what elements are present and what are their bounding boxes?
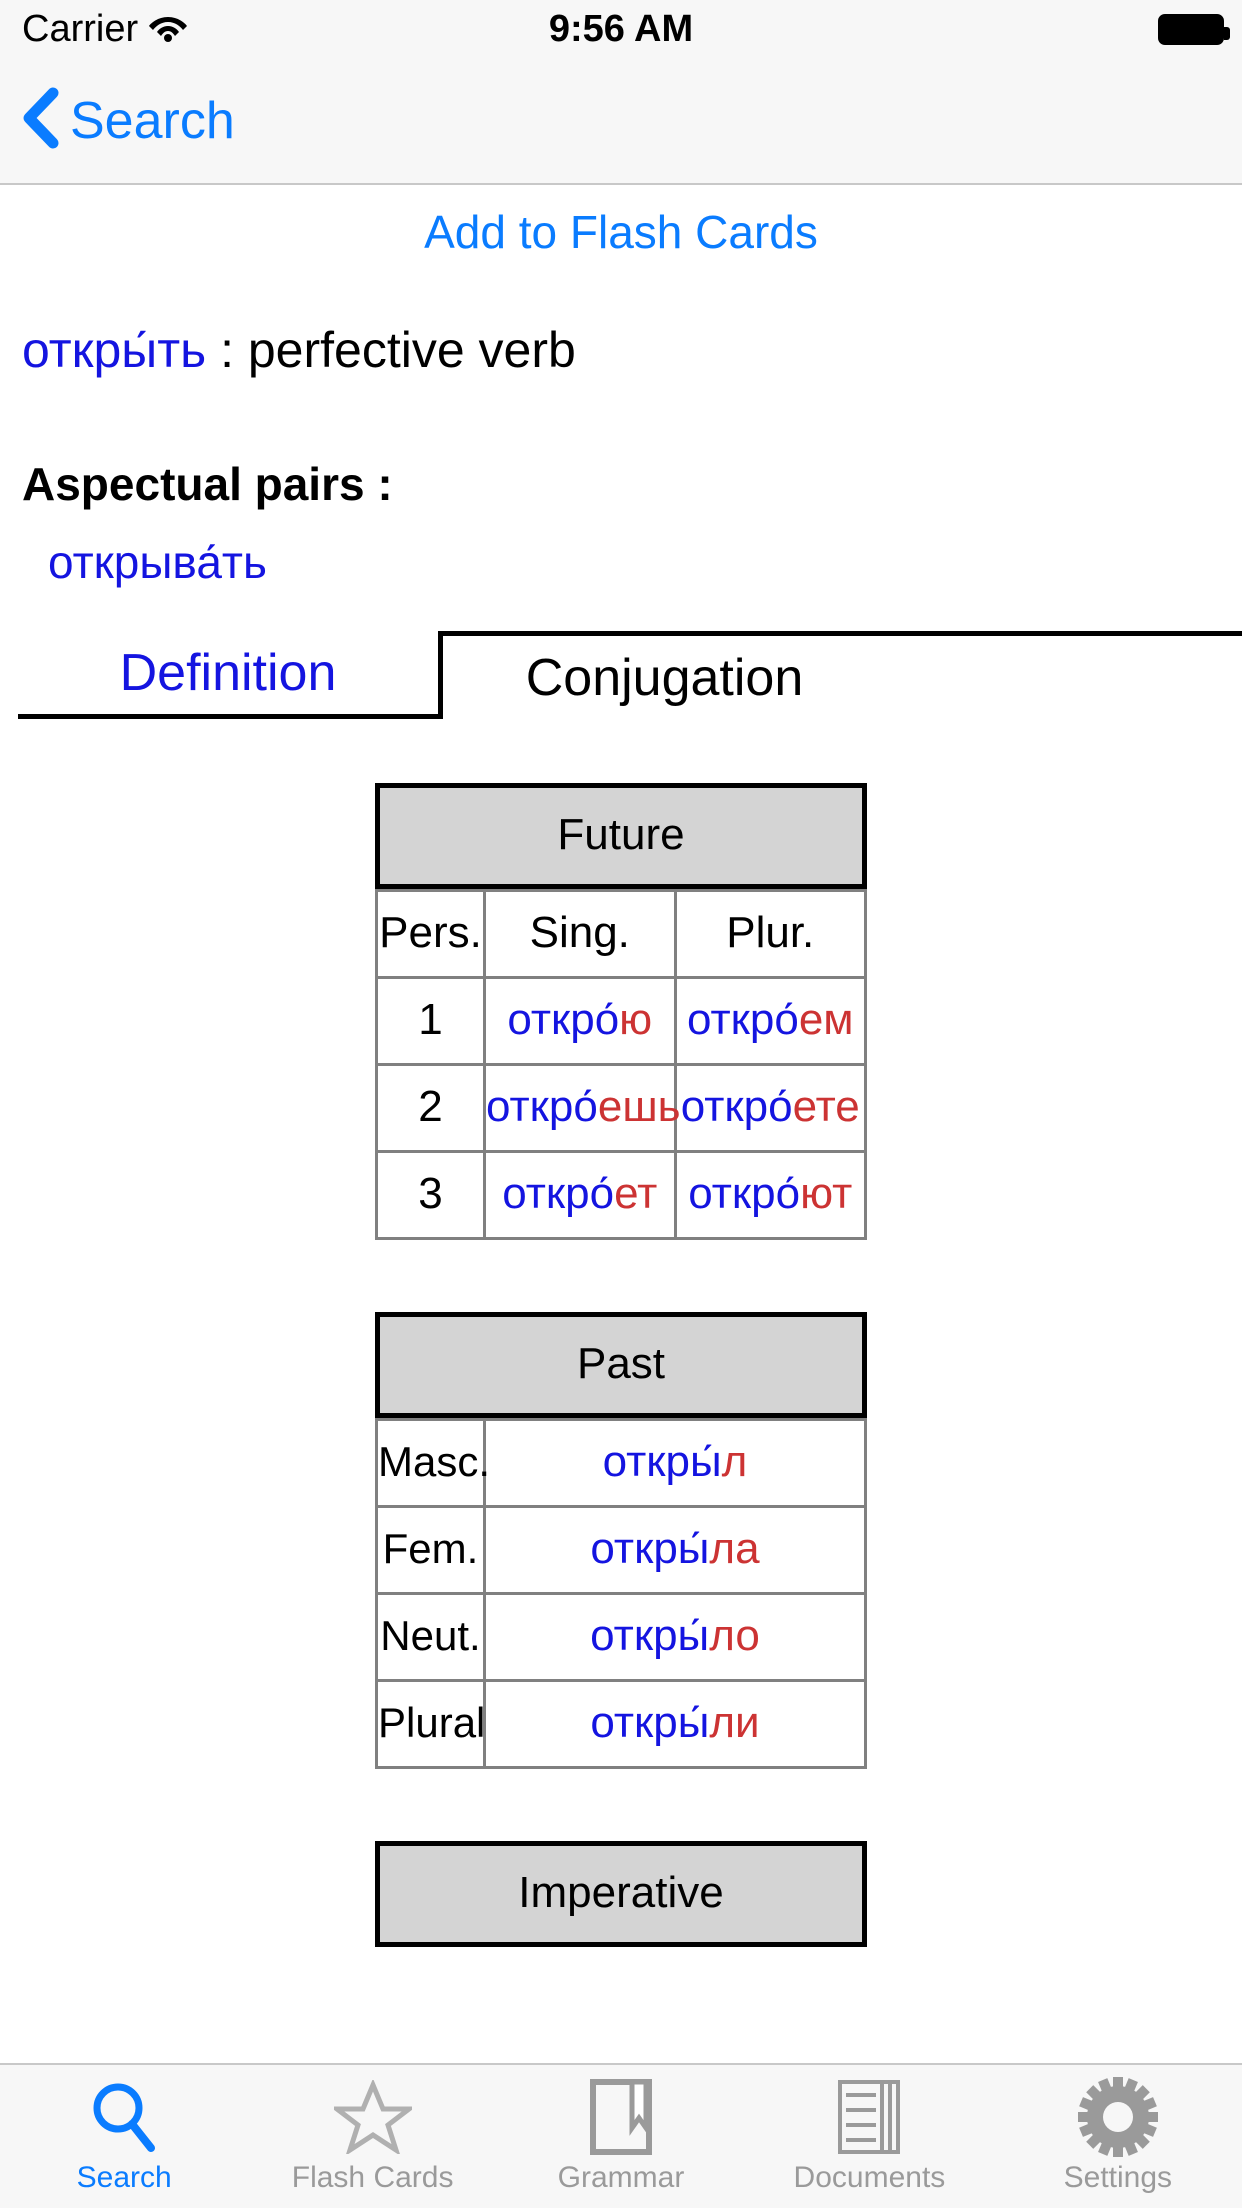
- word-stem: откро́: [507, 995, 620, 1044]
- past-form: откры́ли: [483, 1679, 867, 1769]
- aspectual-pair-link[interactable]: открыва́ть: [48, 536, 267, 588]
- past-form: откры́ло: [483, 1592, 867, 1682]
- future-person: 2: [375, 1063, 486, 1153]
- past-label: Masc.: [375, 1418, 490, 1508]
- tab-documents[interactable]: Documents: [745, 2065, 993, 2195]
- word-stem: откро́: [688, 1169, 801, 1218]
- word-ending: ют: [800, 1169, 853, 1218]
- tab-documents-label: Documents: [793, 2161, 946, 2194]
- past-form: откры́ла: [483, 1505, 867, 1595]
- future-header-sing: Sing.: [483, 889, 677, 979]
- status-bar-right: [1158, 13, 1230, 45]
- status-bar-clock: 9:56 AM: [548, 7, 694, 50]
- table-row: Masc. откры́л: [375, 1418, 867, 1508]
- word-ending: ла: [709, 1524, 760, 1573]
- past-table-caption: Past: [375, 1312, 867, 1418]
- future-header-pers: Pers.: [375, 889, 486, 979]
- future-sing-form: откро́ет: [483, 1150, 677, 1240]
- past-label: Fem.: [375, 1505, 486, 1595]
- status-bar-left: Carrier: [22, 8, 188, 51]
- book-icon: [588, 2079, 654, 2155]
- past-label: Plural: [375, 1679, 486, 1769]
- tab-grammar[interactable]: Grammar: [497, 2065, 745, 2195]
- past-table: Past Masc. откры́л Fem. откры́ла Neut. о…: [375, 1312, 867, 1769]
- word-stem: откры́: [602, 1437, 722, 1486]
- bottom-tab-bar: Search Flash Cards Grammar: [0, 2063, 1242, 2208]
- part-of-speech: perfective verb: [247, 322, 576, 378]
- past-form: откры́л: [483, 1418, 867, 1508]
- word-ending: ешь: [597, 1082, 681, 1131]
- word-ending: ете: [792, 1082, 860, 1131]
- aspectual-pairs-title: Aspectual pairs :: [22, 458, 393, 510]
- word-ending: ет: [614, 1169, 658, 1218]
- past-label: Neut.: [375, 1592, 486, 1682]
- gear-icon: [1077, 2077, 1158, 2157]
- tab-settings-label: Settings: [1063, 2161, 1173, 2194]
- table-header-row: Pers. Sing. Plur.: [375, 889, 867, 979]
- word-stem: откро́: [686, 995, 799, 1044]
- word-ending: ю: [619, 995, 653, 1044]
- word-stem: откро́: [486, 1082, 598, 1131]
- headword-line: откры́ть : perfective verb: [22, 321, 1242, 379]
- word-stem: откро́: [680, 1082, 793, 1131]
- table-row: 1 откро́ю откро́ем: [375, 976, 867, 1066]
- tab-grammar-label: Grammar: [557, 2161, 685, 2194]
- headword: откры́ть: [22, 322, 207, 378]
- navigation-bar: Search: [0, 58, 1242, 185]
- word-ending: ем: [798, 995, 854, 1044]
- table-row: Neut. откры́ло: [375, 1592, 867, 1682]
- future-header-plur: Plur.: [673, 889, 867, 979]
- imperative-table-caption: Imperative: [375, 1841, 867, 1947]
- status-bar: Carrier 9:56 AM: [0, 0, 1242, 58]
- table-row: 2 откро́ешь откро́ете: [375, 1063, 867, 1153]
- word-stem: откры́: [590, 1698, 710, 1747]
- star-icon: [333, 2079, 412, 2155]
- tab-conjugation[interactable]: Conjugation: [438, 631, 886, 719]
- future-sing-form: откро́ешь: [483, 1063, 681, 1153]
- future-plur-form: откро́ете: [673, 1063, 867, 1153]
- word-stem: откры́: [590, 1524, 710, 1573]
- word-stem: откры́: [590, 1611, 710, 1660]
- battery-full-icon: [1158, 13, 1230, 45]
- future-plur-form: откро́ют: [673, 1150, 867, 1240]
- tab-flash-cards[interactable]: Flash Cards: [248, 2065, 496, 2195]
- back-button[interactable]: Search: [22, 87, 235, 154]
- tab-definition[interactable]: Definition: [18, 631, 438, 719]
- future-table: Future Pers. Sing. Plur. 1 откро́ю откро…: [375, 783, 867, 1240]
- word-stem: откро́: [502, 1169, 615, 1218]
- tab-search[interactable]: Search: [0, 2065, 248, 2195]
- content-area: Add to Flash Cards откры́ть : perfective…: [0, 185, 1242, 2063]
- table-row: Plural откры́ли: [375, 1679, 867, 1769]
- tab-flash-cards-label: Flash Cards: [291, 2161, 454, 2194]
- future-table-caption: Future: [375, 783, 867, 889]
- tab-bar-rule: [886, 631, 1242, 636]
- word-ending: ли: [709, 1698, 760, 1747]
- future-person: 1: [375, 976, 486, 1066]
- documents-icon: [834, 2079, 904, 2155]
- word-ending: л: [721, 1437, 748, 1486]
- future-sing-form: откро́ю: [483, 976, 677, 1066]
- carrier-label: Carrier: [22, 7, 139, 50]
- word-ending: ло: [709, 1611, 760, 1660]
- headword-separator: :: [206, 322, 248, 378]
- imperative-table: Imperative: [375, 1841, 867, 1947]
- detail-tabs: Definition Conjugation: [0, 631, 1242, 721]
- table-row: Fem. откры́ла: [375, 1505, 867, 1595]
- future-plur-form: откро́ем: [673, 976, 867, 1066]
- conjugation-tables: Future Pers. Sing. Plur. 1 откро́ю откро…: [0, 783, 1242, 1947]
- tab-settings[interactable]: Settings: [994, 2065, 1242, 2195]
- chevron-left-icon: [22, 87, 60, 154]
- table-row: 3 откро́ет откро́ют: [375, 1150, 867, 1240]
- add-to-flash-cards-link[interactable]: Add to Flash Cards: [424, 206, 818, 258]
- wifi-icon: [148, 11, 188, 48]
- tab-search-label: Search: [76, 2161, 172, 2194]
- future-person: 3: [375, 1150, 486, 1240]
- search-icon: [87, 2079, 161, 2155]
- back-button-label: Search: [70, 91, 235, 150]
